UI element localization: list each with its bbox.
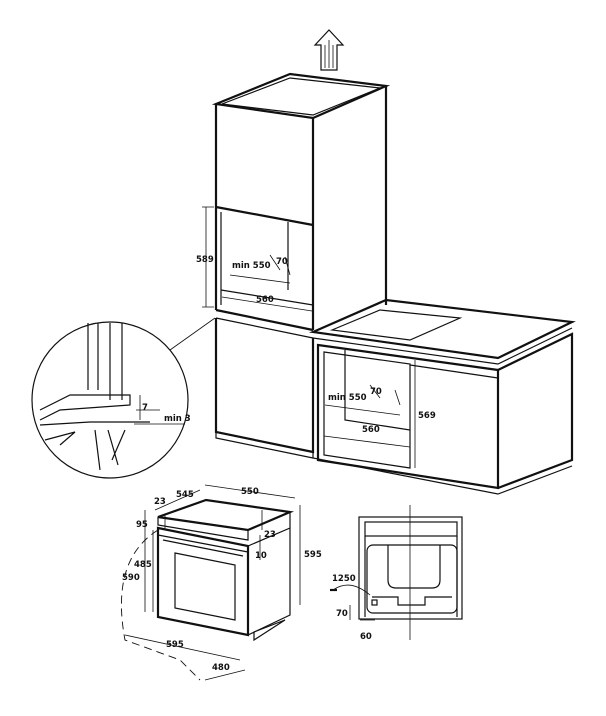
socket-height-label: 70 (336, 609, 348, 619)
detail-gap-label: 7 (142, 403, 148, 413)
oven-total-height-label: 595 (304, 550, 322, 560)
cabinet-dimension-lines (202, 206, 416, 468)
tall-cabinet (211, 72, 391, 459)
oven-open-depth-label: 480 (212, 663, 230, 673)
oven-dimension-lines (120, 484, 301, 681)
base-cabinet (309, 298, 576, 495)
detail-min-label: min 3 (164, 414, 191, 424)
upper-min-width-label: min 550 (232, 261, 271, 271)
upper-height-label: 589 (196, 255, 214, 265)
oven-door-swing-label: 590 (122, 573, 140, 583)
oven-depth-label: 545 (176, 490, 194, 500)
lower-min-width-label: min 550 (328, 393, 367, 403)
oven-width-top-label: 550 (241, 487, 259, 497)
oven-rear-view (332, 505, 463, 640)
upper-gap-label: 70 (276, 257, 288, 267)
detail-callout (31, 317, 216, 479)
upper-width-label: 560 (256, 295, 274, 305)
lower-width-label: 560 (362, 425, 380, 435)
cable-length-label: 1250 (332, 574, 356, 584)
ventilation-arrow-icon (313, 29, 345, 71)
lower-gap-label: 70 (370, 387, 382, 397)
oven-door-height-label: 485 (134, 560, 152, 570)
lower-height-label: 569 (418, 411, 436, 421)
oven-handle-gap-label: 10 (255, 551, 267, 561)
oven-front-width-label: 595 (166, 640, 184, 650)
oven-drawing (156, 498, 295, 642)
oven-top-offset-label: 23 (154, 497, 166, 507)
oven-side-offset-label: 23 (264, 530, 276, 540)
socket-offset-label: 60 (360, 632, 372, 642)
oven-panel-height-label: 95 (136, 520, 148, 530)
